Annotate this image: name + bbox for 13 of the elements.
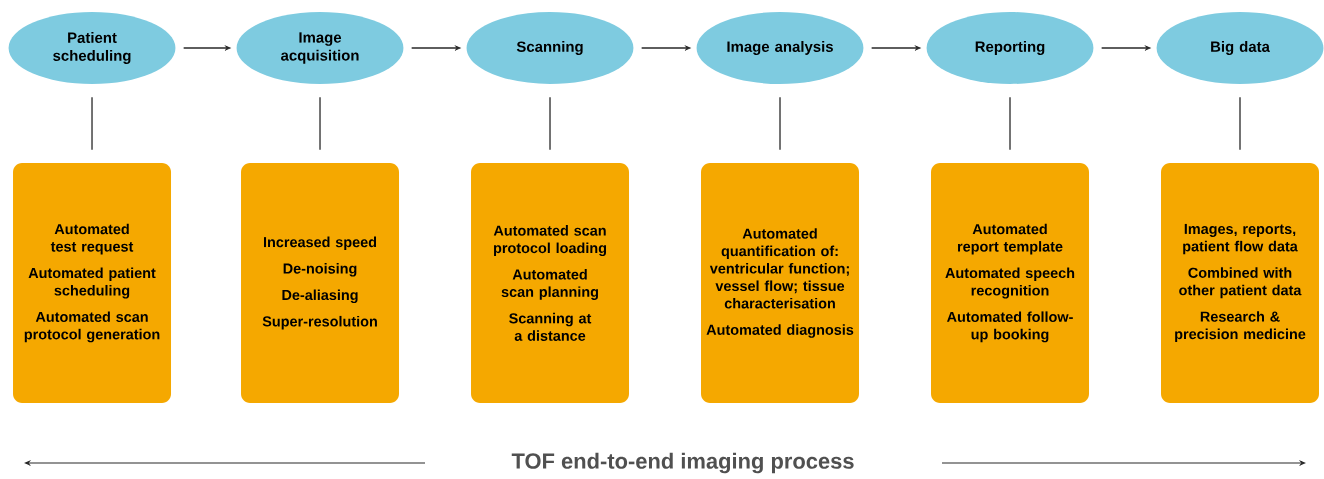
process-label: TOF end-to-end imaging process xyxy=(511,452,854,474)
feature-box: Automated report template Automated speech recognition Automated follow-up booking xyxy=(931,163,1089,403)
connector-line xyxy=(1009,96,1011,151)
feature-box: Automated test request Automated patient scheduling Automated scan protocol generation xyxy=(13,163,171,403)
feature-box: Images, reports, patient flow data Combined with other patient data Research & precision medicine xyxy=(1161,163,1319,403)
feature-box: Automated scan protocol loading Automated scan planning Scanning at a distance xyxy=(471,163,629,403)
connector-line xyxy=(319,96,321,151)
connector-line xyxy=(779,96,781,151)
feature-box: Automated quantification of: ventricular function; vessel flow; tissue characterisation Automated diagnosis xyxy=(701,163,859,403)
connector-line xyxy=(549,96,551,151)
connector-line xyxy=(1239,96,1241,151)
connector-line xyxy=(91,96,93,151)
feature-box: Increased speed De-noising De-aliasing Super-resolution xyxy=(241,163,399,403)
